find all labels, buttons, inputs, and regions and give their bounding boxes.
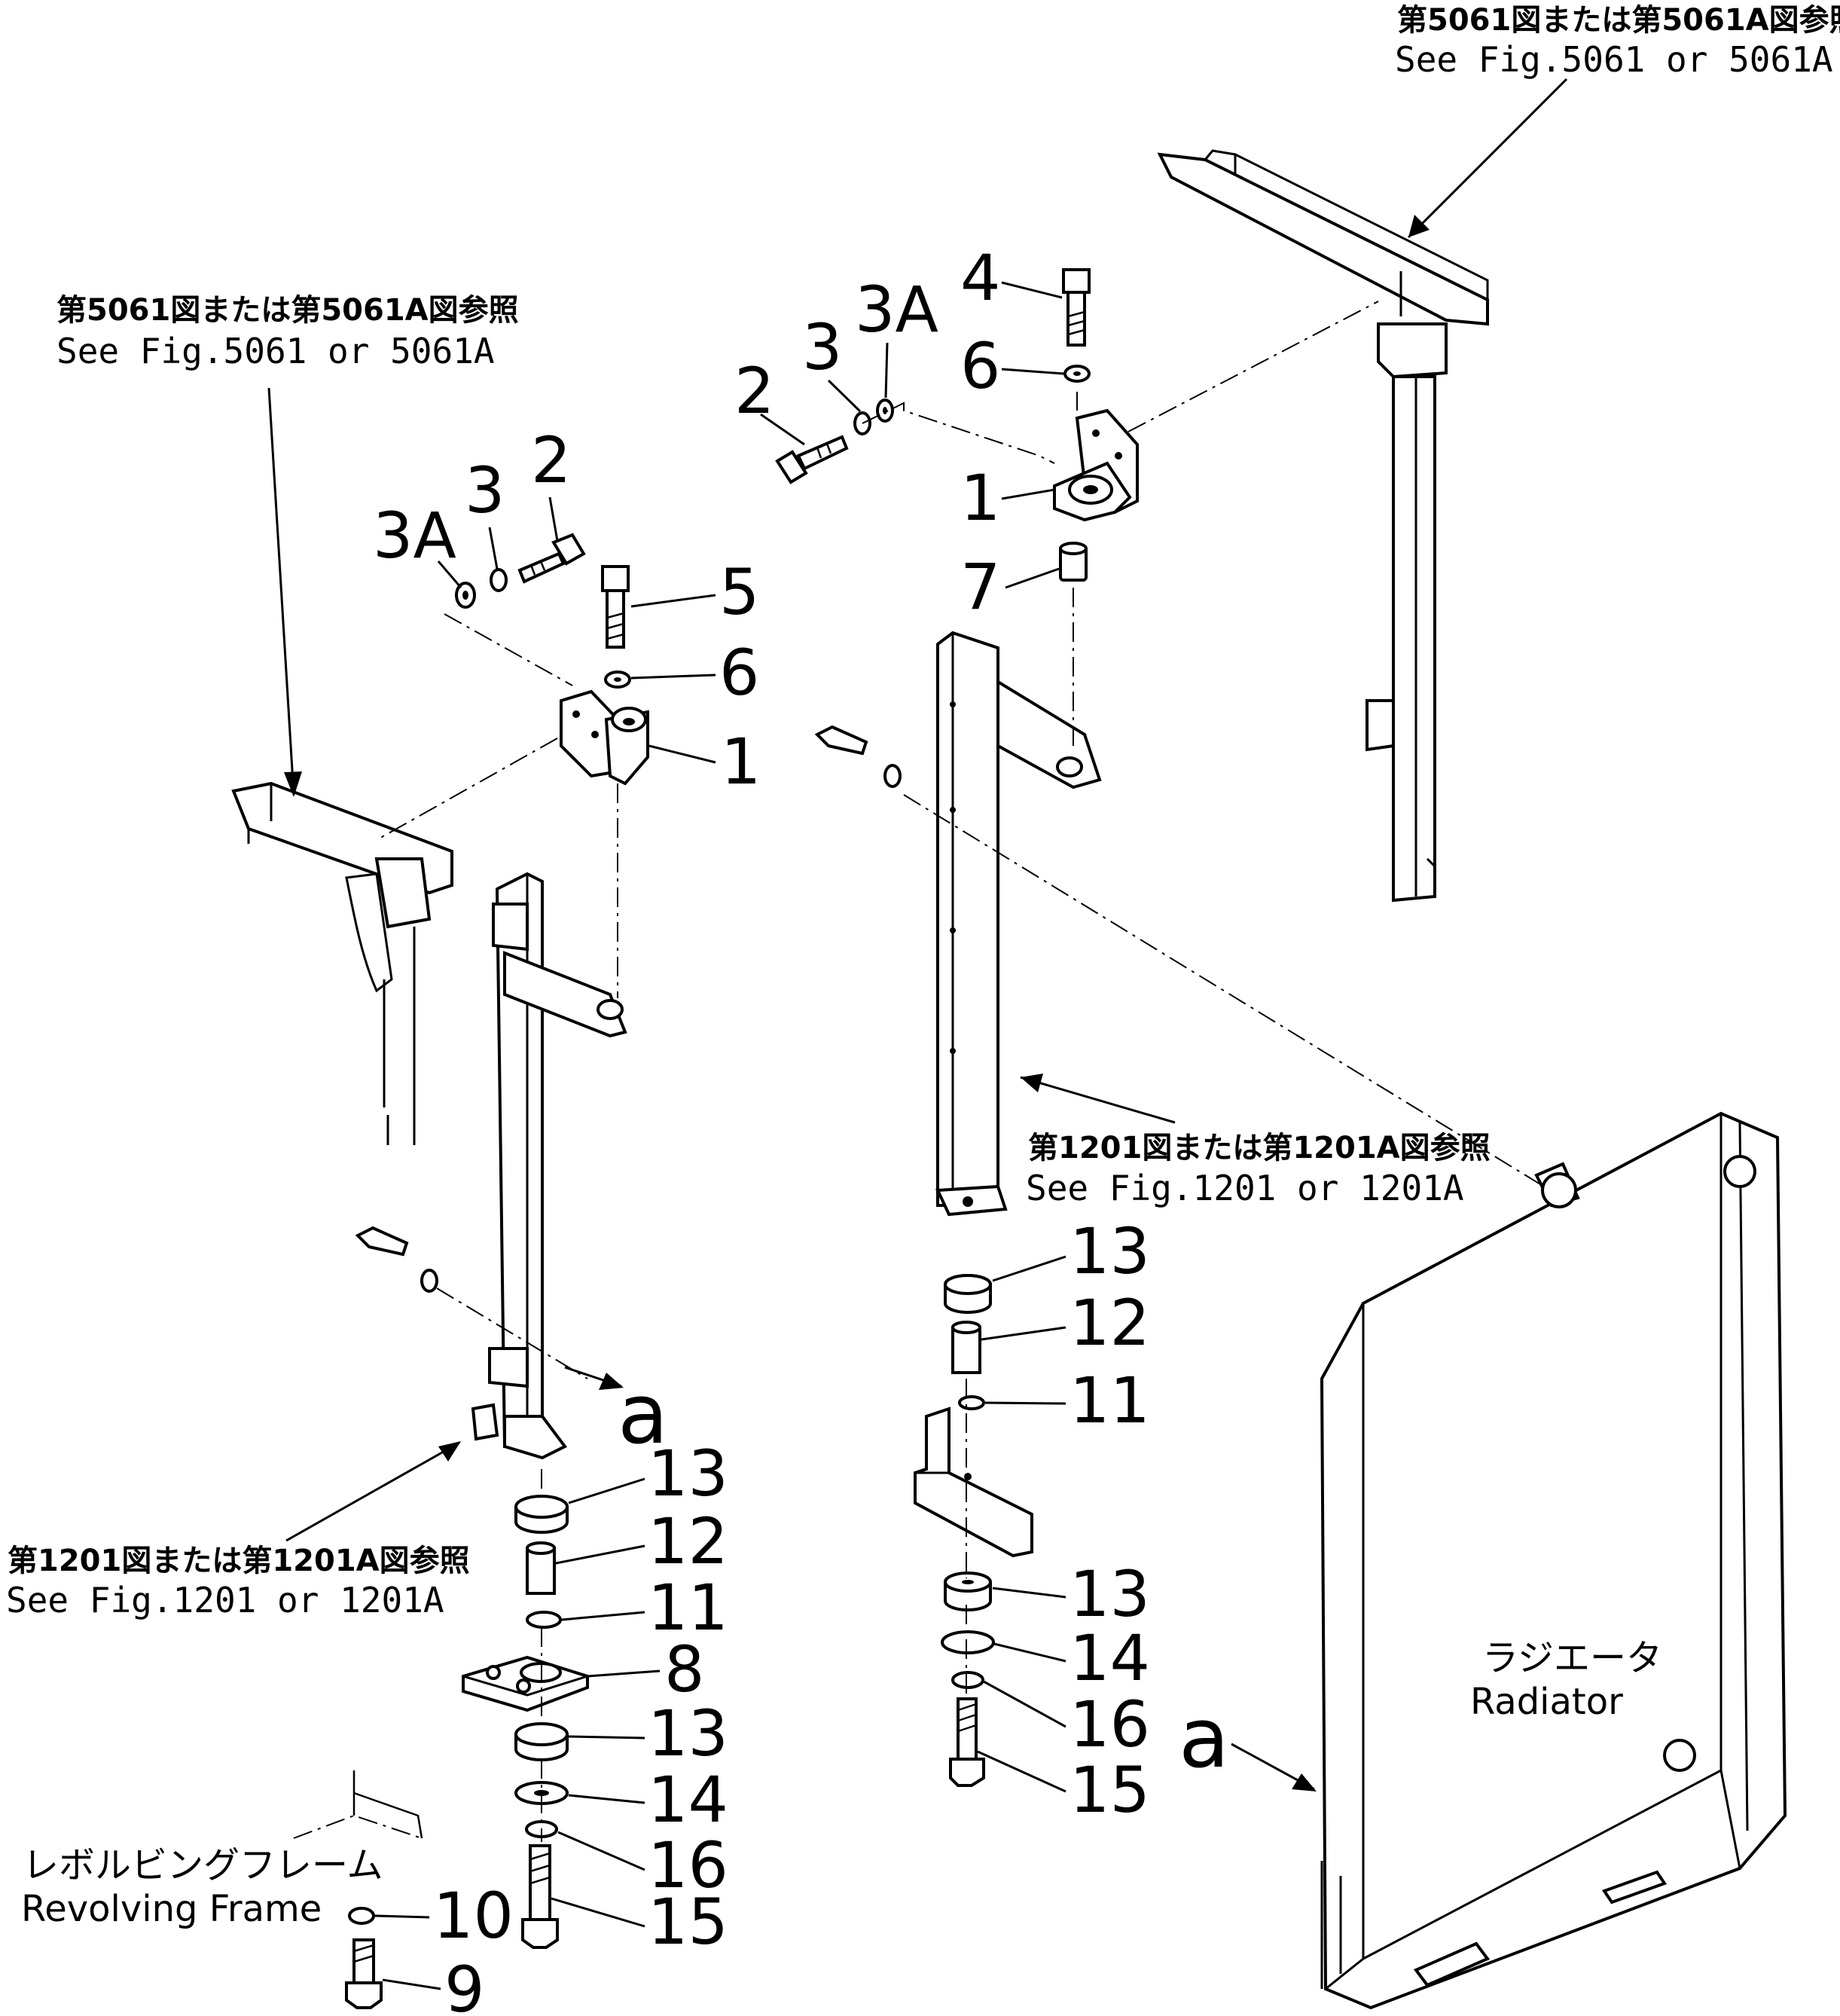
plate-8-left [462, 1655, 589, 1712]
svg-text:See Fig.1201 or 1201A: See Fig.1201 or 1201A [6, 1580, 444, 1620]
callout-9-left: 9 [444, 1953, 484, 2016]
bolt-15-right [949, 1697, 985, 1787]
callout-13a-right: 13 [1070, 1214, 1150, 1288]
callout-11-right: 11 [1070, 1364, 1150, 1437]
bolt-5-left [601, 565, 630, 649]
sleeve-12-right [951, 1321, 981, 1374]
spacer-7-right [1059, 542, 1088, 582]
callout-3-left: 3 [465, 454, 505, 527]
ref-fig1201-left: 第1201図または第1201A図参照 See Fig.1201 or 1201A [6, 1441, 470, 1620]
rubber-mount-13a-right [944, 1274, 992, 1314]
callout-13b-left: 13 [648, 1697, 728, 1770]
side-bolt-right [814, 725, 902, 788]
left-column [471, 872, 627, 1460]
radiator [1320, 1111, 1787, 2010]
callout-12-left: 12 [648, 1504, 728, 1578]
washer-14-right [941, 1630, 995, 1654]
callout-11-left: 11 [648, 1571, 728, 1645]
callout-1-left: 1 [721, 725, 761, 799]
callout-13a-left: 13 [648, 1437, 728, 1510]
callout-3A-left: 3A [373, 499, 456, 573]
callout-8-left: 8 [664, 1633, 704, 1706]
bracket-1-left [560, 689, 649, 786]
rubber-mount-13b-right [944, 1572, 992, 1611]
callout-10-left: 10 [433, 1879, 514, 1953]
upper-frame-right [1157, 149, 1489, 903]
bolt-9-left [345, 1938, 383, 2009]
washer-3A-left [455, 582, 476, 609]
callout-1-right: 1 [960, 461, 1000, 535]
svg-text:第1201図または第1201A図参照: 第1201図または第1201A図参照 [8, 1544, 470, 1578]
side-bolt-left [355, 1226, 438, 1293]
svg-text:Radiator: Radiator [1470, 1681, 1623, 1723]
callout-14-right: 14 [1070, 1621, 1150, 1695]
callout-2-left: 2 [531, 423, 571, 497]
revolving-frame-outline [293, 1770, 423, 1839]
callout-16-left: 16 [648, 1828, 728, 1902]
washer-14-left [514, 1781, 569, 1805]
lockwasher-3-left [490, 568, 508, 592]
callouts-left: 3A 3 2 5 6 1 13 12 11 8 13 14 16 15 10 9 [373, 423, 761, 2016]
washer-3A-right [876, 399, 894, 423]
svg-text:a: a [1179, 1690, 1229, 1786]
callout-3A-right: 3A [855, 273, 938, 347]
svg-text:See Fig.5061 or 5061A: See Fig.5061 or 5061A [1395, 39, 1833, 80]
callout-5-left: 5 [719, 555, 759, 629]
svg-text:ラジエータ: ラジエータ [1482, 1637, 1662, 1679]
revolving-frame-label: レボルビングフレーム Revolving Frame [21, 1844, 383, 1930]
bolt-2-left [517, 533, 586, 584]
radiator-label: ラジエータ Radiator [1470, 1637, 1662, 1723]
washer-6-right [1063, 365, 1091, 383]
callout-15-left: 15 [648, 1885, 728, 1959]
washer-6-left [604, 670, 631, 689]
bracket-1-right [1053, 408, 1139, 522]
svg-text:See Fig.1201 or 1201A: See Fig.1201 or 1201A [1026, 1168, 1464, 1208]
upper-frame-left [231, 781, 453, 1145]
washer-16-right [951, 1671, 984, 1689]
svg-text:レボルビングフレーム: レボルビングフレーム [23, 1844, 383, 1886]
ref-fig1201-mid: 第1201図または第1201A図参照 See Fig.1201 or 1201A [1020, 1074, 1491, 1208]
svg-text:第5061図または第5061A図参照: 第5061図または第5061A図参照 [1397, 3, 1840, 38]
ring-11-left [526, 1611, 562, 1629]
ref-fig5061-top: 第5061図または第5061A図参照 See Fig.5061 or 5061A [1395, 3, 1840, 239]
svg-text:a: a [618, 1366, 668, 1462]
callouts-right: 4 3A 3 2 6 1 7 13 12 11 13 14 16 15 [734, 241, 1150, 1827]
callout-6-left: 6 [719, 636, 759, 710]
centerlines [376, 301, 1545, 1842]
callout-14-left: 14 [648, 1763, 728, 1837]
svg-text:第5061図または第5061A図参照: 第5061図または第5061A図参照 [56, 293, 519, 328]
washer-10-left [348, 1907, 375, 1925]
radiator-foot-bracket [914, 1407, 1033, 1558]
callout-15-right: 15 [1070, 1753, 1150, 1827]
bolt-2-right [775, 435, 849, 484]
svg-text:Revolving Frame: Revolving Frame [21, 1888, 322, 1930]
svg-text:第1201図または第1201A図参照: 第1201図または第1201A図参照 [1028, 1131, 1491, 1165]
connection-a-left: a [564, 1366, 668, 1462]
callout-6-right: 6 [960, 329, 1000, 403]
callout-2-right: 2 [734, 354, 774, 428]
svg-text:See Fig.5061 or 5061A: See Fig.5061 or 5061A [56, 331, 495, 371]
rubber-mount-13a-left [514, 1495, 569, 1534]
callout-13b-right: 13 [1070, 1557, 1150, 1631]
connection-a-right: a [1179, 1690, 1317, 1791]
rubber-mount-13b-left [514, 1722, 569, 1761]
callout-4-right: 4 [960, 241, 1000, 315]
callout-12-right: 12 [1070, 1286, 1150, 1360]
ref-fig5061-left: 第5061図または第5061A図参照 See Fig.5061 or 5061A [56, 293, 519, 797]
callout-16-right: 16 [1070, 1688, 1150, 1761]
ring-11-right [958, 1395, 985, 1410]
sleeve-12-left [526, 1541, 556, 1595]
bolt-4-right [1062, 268, 1091, 347]
callout-7-right: 7 [960, 550, 1000, 624]
center-column [935, 631, 1102, 1217]
callout-3-right: 3 [802, 310, 842, 384]
bolt-15-left [521, 1844, 559, 1949]
